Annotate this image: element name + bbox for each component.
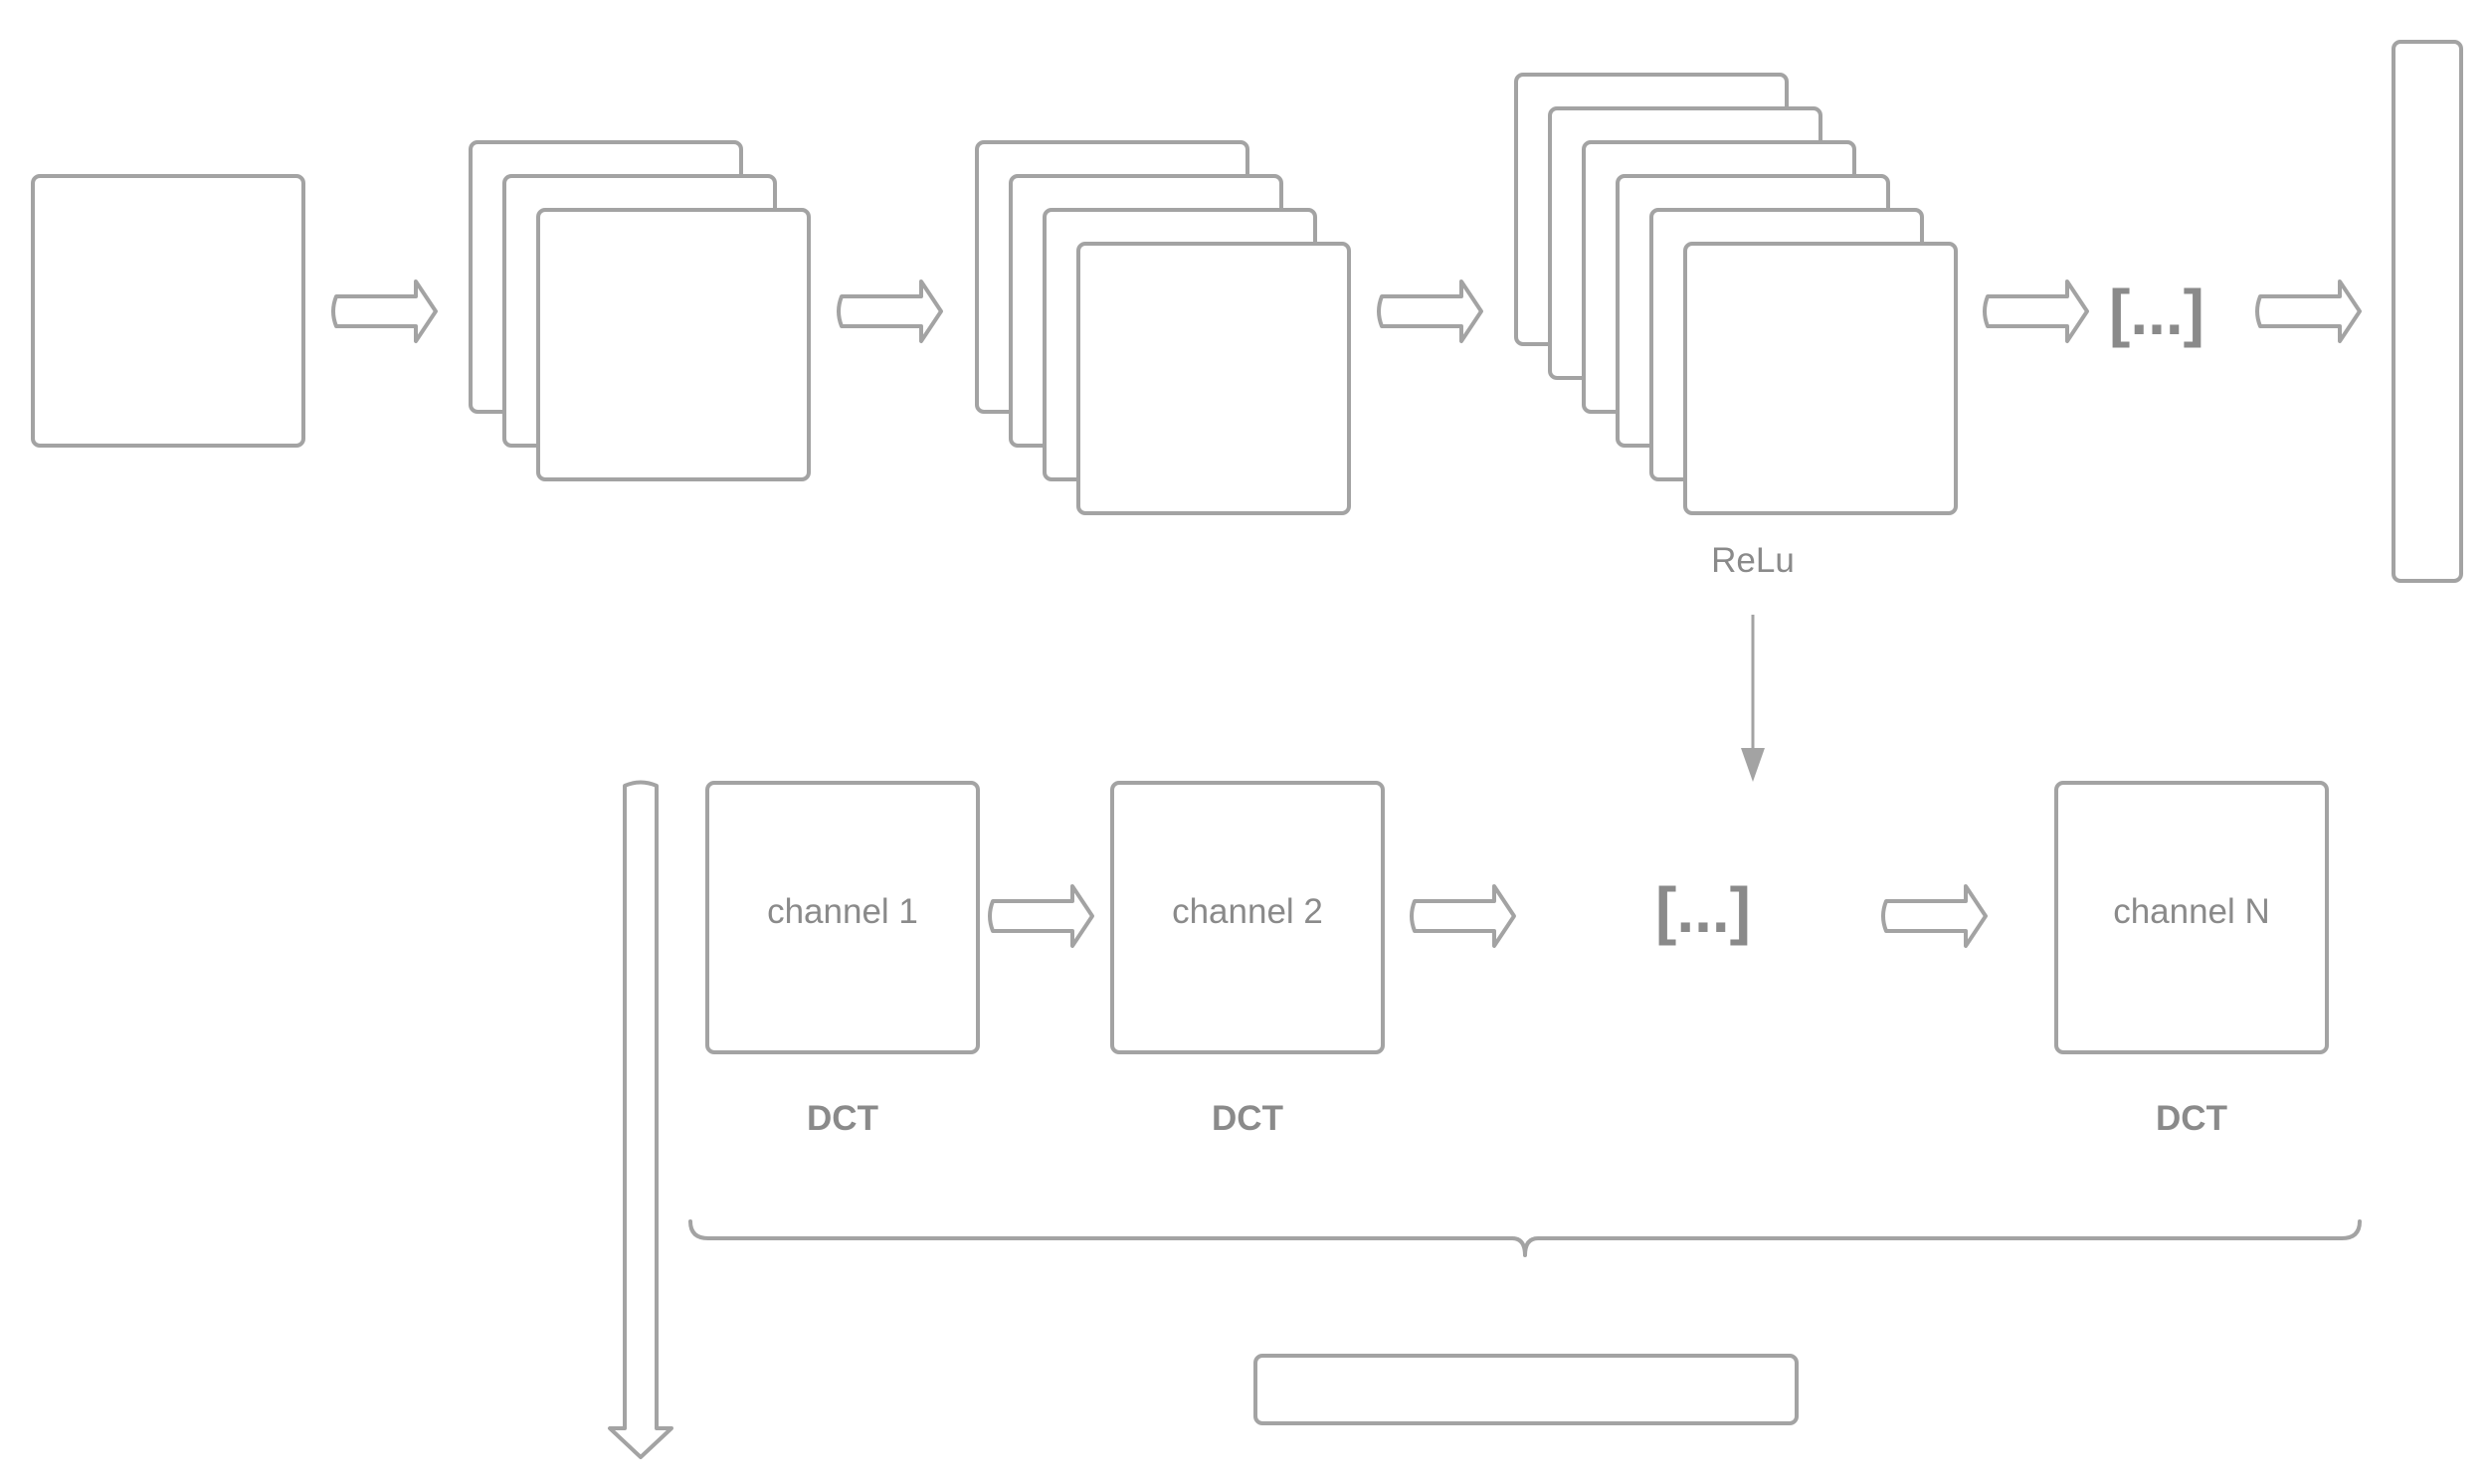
channel-1-box: [705, 781, 980, 1054]
relu-label: ReLu: [1711, 541, 1795, 580]
right-arrow-1: [331, 279, 438, 343]
right-arrow-8: [1881, 884, 1988, 948]
channel-n-box: [2054, 781, 2329, 1054]
channel-n-label: channel N: [2113, 892, 2270, 931]
dct-label-n: DCT: [2156, 1099, 2227, 1138]
ellipsis-bottom: [...]: [1655, 874, 1751, 946]
right-arrow-7: [1410, 884, 1516, 948]
dct-label-1: DCT: [807, 1099, 878, 1138]
right-arrow-2: [837, 279, 943, 343]
feature-map-stack-3: [469, 140, 811, 481]
channel-2-label: channel 2: [1172, 892, 1323, 931]
long-down-arrow: [608, 780, 673, 1459]
right-arrow-5: [2255, 279, 2362, 343]
feature-map-stack-6: [1514, 73, 1958, 515]
result-vector-box: [1253, 1354, 1799, 1425]
down-arrow-relu: [1741, 615, 1765, 782]
ellipsis-top: [...]: [2109, 277, 2204, 348]
right-arrow-6: [988, 884, 1094, 948]
feature-map-stack-4: [975, 140, 1351, 515]
input-image-box: [31, 174, 305, 448]
curly-brace: [688, 1219, 2362, 1257]
right-arrow-4: [1983, 279, 2089, 343]
right-arrow-3: [1377, 279, 1483, 343]
channel-2-box: [1110, 781, 1385, 1054]
channel-1-label: channel 1: [767, 892, 918, 931]
output-vector-box: [2392, 40, 2463, 583]
dct-label-2: DCT: [1212, 1099, 1283, 1138]
